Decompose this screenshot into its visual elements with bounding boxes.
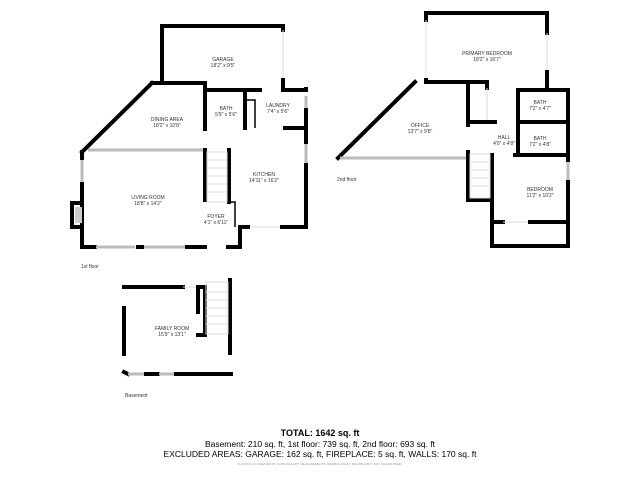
basement-plan: FAMILY ROOM 15'9" x 13'1" Basement: [121, 278, 233, 399]
room-size: 18'8" x 14'2": [134, 201, 162, 207]
area-breakdown: Basement: 210 sq. ft, 1st floor: 739 sq.…: [204, 439, 436, 449]
room-name: KITCHEN: [253, 172, 275, 178]
room-size: 18'2" x 9'5": [211, 63, 236, 69]
room-size: 13'7" x 9'8": [408, 129, 433, 135]
floor-label: Basement: [125, 393, 148, 399]
room-name: PRIMARY BEDROOM: [462, 51, 512, 57]
fireplace: [70, 201, 84, 229]
room-name: GARAGE: [212, 57, 234, 63]
room-size: 7'4" x 5'6": [267, 109, 289, 115]
room-size: 4'1" x 6'11": [204, 220, 228, 226]
stairs: [205, 281, 229, 335]
room-name: BEDROOM: [527, 187, 553, 193]
room-name: FOYER: [207, 214, 225, 220]
second-floor-plan: PRIMARY BEDROOM 18'2" x 16'7" OFFICE 13'…: [335, 11, 570, 248]
room-size: 7'2" x 4'8": [529, 142, 551, 148]
room-size: 15'9" x 13'1": [158, 332, 186, 338]
room-name: HALL: [498, 135, 511, 141]
room-name: LAUNDRY: [266, 103, 290, 109]
room-size: 18'2" x 16'7": [473, 57, 501, 63]
room-name: DINING AREA: [151, 117, 184, 123]
room-size: 5'9" x 5'6": [215, 112, 237, 118]
room-size: 11'2" x 10'2": [526, 193, 553, 199]
room-size: 4'0" x 4'8": [493, 141, 515, 147]
disclaimer: FLOOR PLAN CREATED BY CUBICASA APP. MEAS…: [237, 462, 403, 466]
stairs: [469, 153, 491, 199]
stairs: [206, 151, 228, 203]
floor-label: 1st floor: [81, 264, 99, 270]
first-floor-plan: GARAGE 18'2" x 9'5" BATH 5'9" x 5'6" LAU…: [70, 24, 308, 270]
room-name: BATH: [534, 100, 547, 106]
room-size: 7'2" x 4'7": [529, 106, 551, 112]
room-name: FAMILY ROOM: [155, 326, 189, 332]
room-name: OFFICE: [411, 123, 430, 129]
room-name: BATH: [220, 106, 233, 112]
excluded-areas: EXCLUDED AREAS: GARAGE: 162 sq. ft, FIRE…: [163, 449, 477, 459]
room-name: BATH: [534, 136, 547, 142]
room-size: 14'11" x 16'2": [249, 178, 279, 184]
room-name: LIVING ROOM: [131, 195, 164, 201]
room-size: 18'2" x 10'8": [153, 123, 181, 129]
fireplace-hearth: [75, 207, 82, 223]
total-area: TOTAL: 1642 sq. ft: [280, 428, 360, 438]
floor-label: 2nd floor: [337, 177, 357, 183]
